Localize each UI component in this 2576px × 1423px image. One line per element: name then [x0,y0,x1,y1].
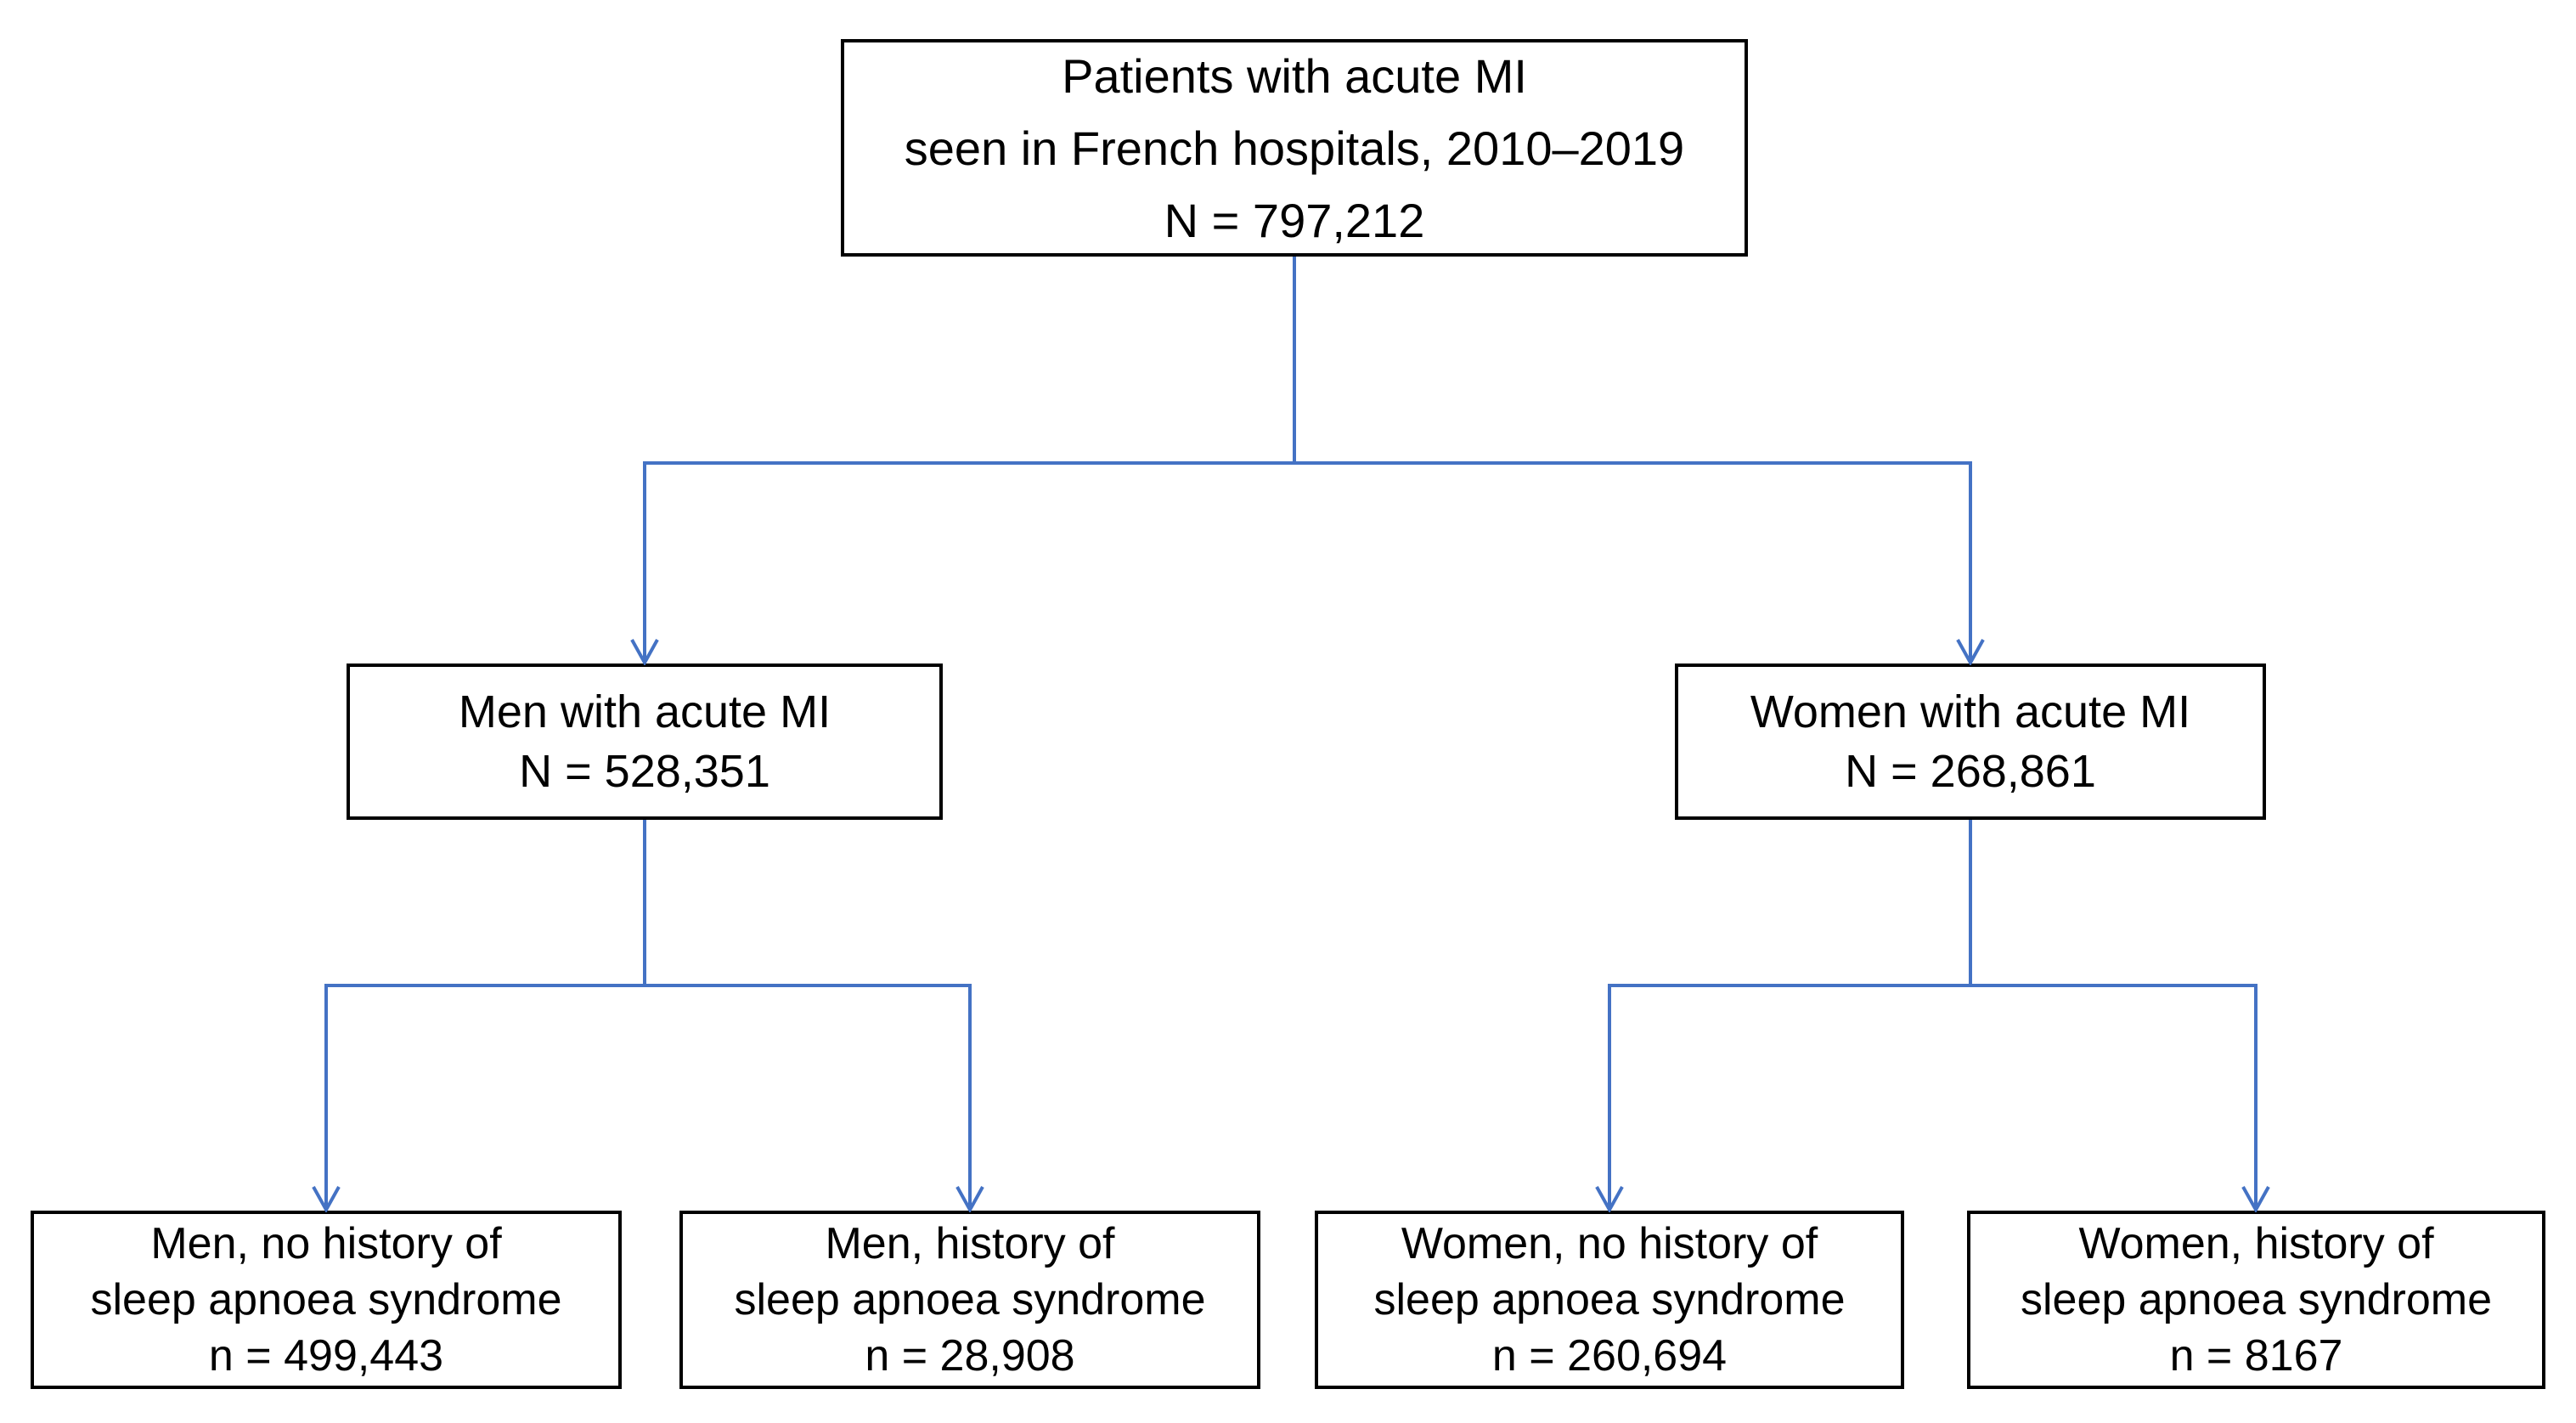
node-text-line: Women, no history of [1401,1219,1818,1268]
edge-women-to-women-no-sas [1608,984,1611,1211]
node-count-label: n = 499,443 [208,1331,444,1381]
node-text-line: sleep apnoea syndrome [90,1275,562,1324]
arrow-down-icon [1956,639,1985,665]
edge-root-to-men [643,461,646,664]
node-count-label: N = 797,212 [1164,193,1425,247]
node-text-line: seen in French hospitals, 2010–2019 [904,121,1685,175]
edge-root-to-women [1969,461,1972,664]
edge-men-to-men-sas [968,984,972,1211]
node-text-line: sleep apnoea syndrome [734,1275,1206,1324]
node-text-line: sleep apnoea syndrome [2020,1275,2493,1324]
arrow-down-icon [630,639,659,665]
edge-women-stem [1969,820,1972,987]
node-text-line: Women, history of [2078,1219,2434,1268]
node-women-sas: Women, history of sleep apnoea syndrome … [1967,1211,2545,1389]
node-women-acute-mi: Women with acute MI N = 268,861 [1675,664,2266,820]
arrow-down-icon [955,1186,984,1212]
node-text-line: Patients with acute MI [1062,48,1527,103]
node-count-label: N = 528,351 [519,746,770,797]
node-count-label: n = 28,908 [865,1331,1075,1381]
edge-women-branch-horizontal [1608,984,2258,987]
node-count-label: n = 8167 [2169,1331,2343,1381]
node-men-acute-mi: Men with acute MI N = 528,351 [347,664,943,820]
node-text-line: Men, no history of [150,1219,502,1268]
node-women-no-sas: Women, no history of sleep apnoea syndro… [1315,1211,1904,1389]
edge-men-to-men-no-sas [324,984,328,1211]
arrow-down-icon [1595,1186,1624,1212]
arrow-down-icon [2241,1186,2270,1212]
node-text-line: Men, history of [825,1219,1115,1268]
edge-root-stem [1293,257,1296,465]
edge-men-stem [643,820,646,987]
node-text-line: Men with acute MI [458,686,831,737]
node-patients-acute-mi: Patients with acute MI seen in French ho… [841,39,1748,257]
node-text-line: sleep apnoea syndrome [1373,1275,1846,1324]
node-count-label: n = 260,694 [1491,1331,1728,1381]
edge-women-to-women-sas [2254,984,2258,1211]
node-count-label: N = 268,861 [1845,746,2096,797]
node-men-no-sas: Men, no history of sleep apnoea syndrome… [31,1211,622,1389]
node-text-line: Women with acute MI [1750,686,2191,737]
node-men-sas: Men, history of sleep apnoea syndrome n … [679,1211,1260,1389]
edge-root-branch-horizontal [643,461,1972,465]
edge-men-branch-horizontal [324,984,972,987]
arrow-down-icon [312,1186,341,1212]
